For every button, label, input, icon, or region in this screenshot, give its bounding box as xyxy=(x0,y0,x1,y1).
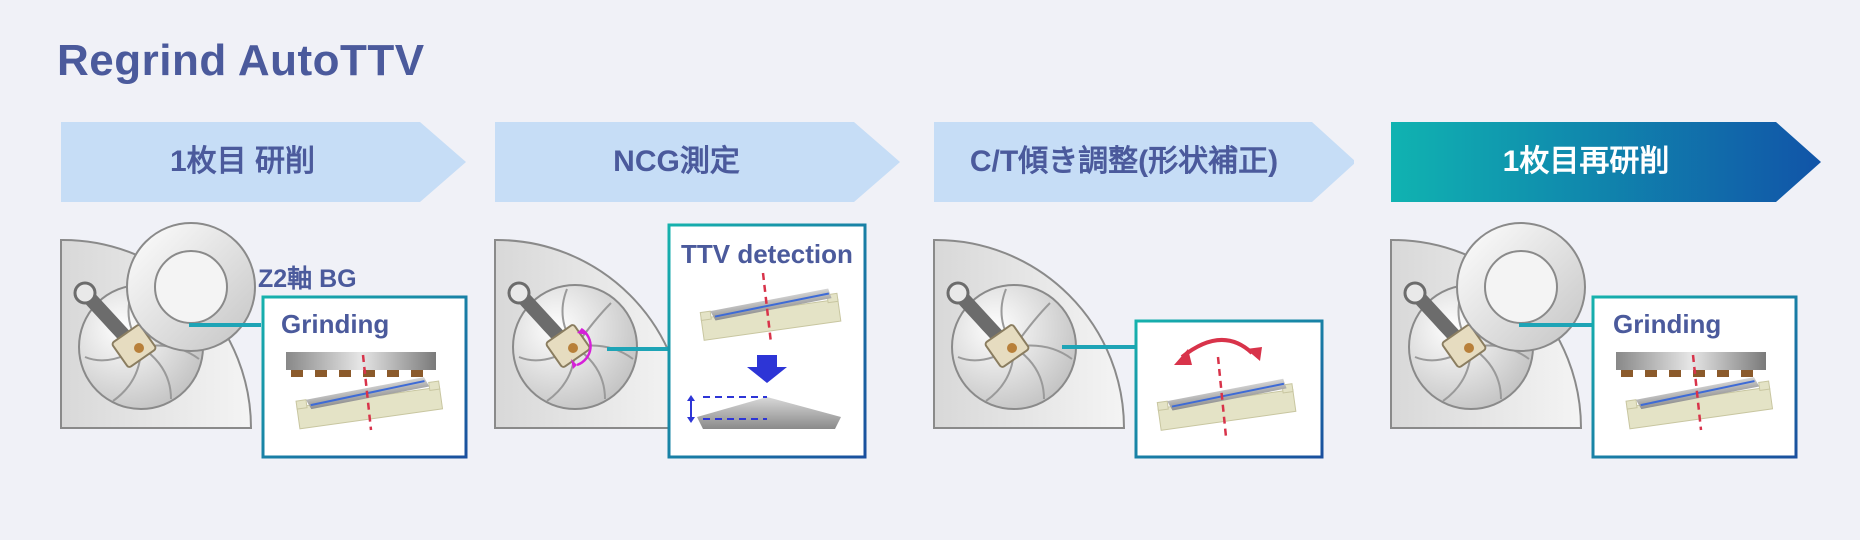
ct-tilt-diagram xyxy=(933,225,1354,465)
grinding-wheel xyxy=(286,352,436,377)
page-title: Regrind AutoTTV xyxy=(57,36,425,85)
tilt-arrow xyxy=(1180,338,1254,359)
step-2-arrow: NCG測定 xyxy=(495,122,905,202)
wafer-on-chuck xyxy=(1156,378,1297,431)
down-arrow xyxy=(747,355,787,383)
step-4-arrow: 1枚目再研削 xyxy=(1391,122,1821,202)
grinding-diagram-4: Grinding xyxy=(1390,222,1811,465)
grinding-wheel xyxy=(1616,352,1766,377)
step-4-label: 1枚目再研削 xyxy=(1502,145,1670,178)
step-3-arrow: C/T傾き調整(形状補正) xyxy=(934,122,1354,202)
step-1-label: 1枚目 研削 xyxy=(169,145,316,178)
grinder-machine xyxy=(494,239,687,429)
grinding-title: Grinding xyxy=(1613,309,1722,339)
grinding-title: Grinding xyxy=(281,309,390,339)
wafer-on-chuck xyxy=(699,288,842,341)
grinder-machine xyxy=(60,222,261,429)
z2-axis-label: Z2軸 BG xyxy=(258,265,357,293)
step-3-label: C/T傾き調整(形状補正) xyxy=(969,145,1279,178)
ttv-detection-title: TTV detection xyxy=(681,239,853,269)
grinder-machine xyxy=(933,239,1136,429)
step-2-label: NCG測定 xyxy=(613,145,740,178)
step-1-arrow: 1枚目 研削 xyxy=(61,122,471,202)
ncg-measure-diagram: TTV detection xyxy=(494,223,915,465)
measured-profile xyxy=(687,395,841,429)
grinder-machine xyxy=(1390,222,1593,429)
grinding-diagram-1: Z2軸 BG Grinding xyxy=(60,222,481,465)
